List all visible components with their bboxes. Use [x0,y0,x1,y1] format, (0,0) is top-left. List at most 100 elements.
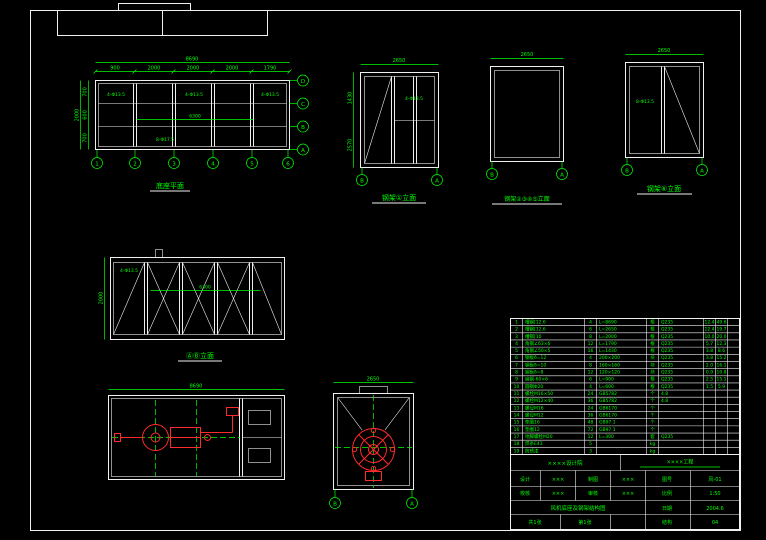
axis-bubble-label: 5 [250,161,254,167]
end-view-centerlines [335,395,412,488]
parts-table-cell: 4.8 [661,398,668,404]
field-label: 图号 [662,477,672,483]
field-value: ××× [552,477,565,483]
parts-table-cell: 个 [650,405,655,411]
inlet-flange [114,433,121,442]
parts-table-cell: 10.0 [704,334,714,340]
axis-bubble-label: 4 [211,161,215,167]
parts-table-cell: 螺母M12 [525,412,544,419]
parts-table-cell: 焊条E43 [525,440,543,447]
parts-table-cell: Q235 [661,341,673,347]
dim-left: 1430 [348,92,354,105]
parts-table-cell: 12 [588,341,594,347]
dim-left: 2570 [348,139,354,152]
frame6-elevation-view: 2650 8-Φ13.5 B A 钢架⑥立面 [621,48,708,195]
parts-table-cell: 套 [650,433,655,440]
axis-bubble-label: B [360,178,364,184]
parts-table-cell: 15.1 [716,377,726,383]
dim-top: 2650 [658,48,671,54]
parts-table-cell: 螺母M16 [525,404,544,411]
sheet-count: 共1张 [528,519,541,526]
parts-table-cell: 10.8 [716,370,726,376]
parts-table-cell: GB5782 [599,391,617,397]
parts-table-cell: 角钢∠63×6 [525,340,551,347]
axis-bubble-label: 6 [286,161,290,167]
parts-table-cell: 根 [650,319,655,326]
parts-table-cell: 槽钢[12.6 [525,326,546,333]
parts-table-cell: 36 [588,413,594,419]
base-plan-geometry [95,80,290,150]
base-plan-axis-bubbles: 1 2 3 4 5 6 D C B A [91,74,309,169]
parts-table-cell: 12 [588,370,594,376]
parts-table-cell: Q235 [661,377,673,383]
parts-table-cell: GB5782 [599,398,617,404]
parts-table-cell: 12.3 [716,341,726,347]
parts-table-cell: L=300 [599,434,614,440]
dim-seg: 1790 [264,66,277,72]
parts-table-cell: 16 [514,427,520,433]
parts-table-cell: L=2000 [599,334,617,340]
coupling-circle [204,434,211,441]
dim-seg: 900 [110,66,120,72]
dim-top: 2650 [367,377,380,383]
discipline: 结构 [662,519,672,526]
dim-total: 8690 [186,57,199,63]
parts-table-cell: 0.9 [706,370,713,376]
axis-bubble-label: A [700,168,704,174]
inner-dim: 6300 [189,114,201,120]
parts-table-cell: 3.8 [706,355,713,361]
dim-top: 2650 [521,52,534,58]
parts-table-cell: Q235 [661,348,673,354]
parts-table-cell: 2 [515,327,518,333]
parts-table-cell: 4 [589,320,592,326]
parts-table-cell: 角钢∠50×5 [525,347,551,354]
frame1-axis-bubbles: B A [356,167,443,186]
parts-table-cell: 根 [650,383,655,390]
hole-note: 4-Φ13.5 [185,92,203,98]
parts-table-cell: 地脚螺栓M20 [525,433,553,440]
frame1-dimensions: 2650 1430 2570 4-Φ13.5 [348,58,439,168]
parts-table-cell: 1 [515,320,518,326]
parts-table-cell: 16.1 [716,362,726,368]
parts-table-cell: 12 [588,434,594,440]
parts-table-cell: 个 [650,420,655,426]
frame6-geometry [625,62,704,158]
end-view-frame [333,386,414,490]
project-name: ××××工程 [667,459,694,466]
hole-note: 8-Φ17.5 [156,137,174,143]
title-block: ××××设计院 ××××工程 设计 ××× 制图 ××× 图号 风-01 校核 … [510,454,740,530]
parts-table-cell: 160×160 [599,362,620,368]
fan-wheel-hub [368,444,379,455]
field-value: 2004.6 [706,506,724,512]
dim-top: 8690 [190,384,203,390]
axis-bubble-label: 1 [95,161,99,167]
fan-equipment [114,407,239,451]
parts-table-cell: 扁钢-60×6 [525,376,548,383]
axis-bubble-label: 3 [172,161,176,167]
parts-table-cell: 200×200 [599,355,620,361]
parts-table-cell: 根 [650,326,655,333]
hole-note: 8-Φ13.5 [636,99,654,105]
axis-bubble-label: 2 [133,161,137,167]
parts-table-cell: 根 [650,347,655,354]
fan-base-block [365,471,382,481]
axis-bubble-label: A [410,501,414,507]
parts-table-cell: 8.6 [718,348,725,354]
parts-table-cell: 72 [588,427,594,433]
parts-table-cell: 15 [514,420,520,426]
axis-bubble-label: A [301,148,305,154]
parts-table-cell: Q235 [661,320,673,326]
parts-table-cell: GB97.1 [599,420,616,426]
parts-table-cell: kg [650,441,656,447]
parts-table-cell: Q235 [661,434,673,440]
parts-table-cell: 12 [514,398,520,404]
dim-left: 600 [83,110,89,120]
ab-elevation-view: 4-Φ13.5 6300 2000 ⒶⒷ立面 [99,249,285,362]
parts-table-cell: 6 [515,355,518,361]
hole-note: 4-Φ13.5 [261,92,279,98]
view-caption: 钢架⑥立面 [647,184,681,193]
parts-table-cell: 3 [589,448,592,454]
parts-table-cell: L=600 [599,384,614,390]
parts-table-cell: 槽钢[10 [525,333,542,340]
